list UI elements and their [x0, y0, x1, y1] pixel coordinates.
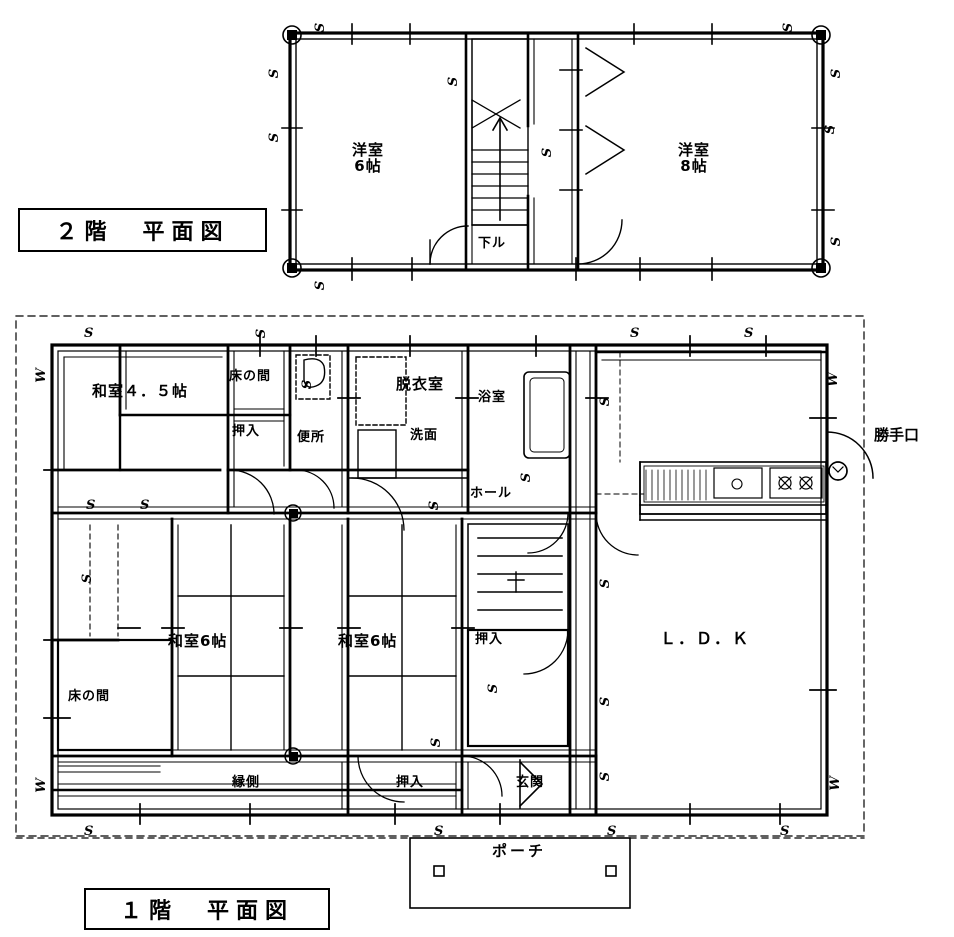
room-label-porch: ポーチ	[492, 842, 547, 860]
wall-mark-w: W	[33, 778, 49, 793]
wall-mark-s: S	[780, 824, 790, 839]
room-label-washitsu-6-b: 和室6帖	[338, 632, 398, 650]
room-label-washitsu-6-a: 和室6帖	[168, 632, 228, 650]
room-label-oshiire-stair: 押入	[475, 632, 504, 647]
wall-mark-s: S	[781, 22, 797, 33]
room-label-oshiire-top: 押入	[232, 424, 261, 439]
stove-burners	[778, 476, 813, 490]
wall-mark-s: S	[630, 326, 640, 341]
wall-mark-s: S	[598, 771, 614, 782]
window-tick	[43, 335, 837, 825]
site-boundary	[15, 315, 865, 837]
wall-mark-s: S	[607, 824, 617, 839]
room-label-tokonoma-top: 床の間	[229, 369, 272, 384]
room-label-genkan: 玄関	[516, 775, 545, 790]
room-label-yokushitsu: 浴室	[478, 390, 507, 405]
wall-mark-s: S	[84, 326, 94, 341]
wall-mark-s: S	[744, 326, 754, 341]
wall-mark-s: S	[519, 472, 535, 483]
room-label-senmen: 洗面	[410, 428, 439, 443]
wall-mark-s: S	[486, 683, 502, 694]
wall-mark-s: S	[300, 379, 316, 390]
room-label-washitsu-4-5: 和室４．５帖	[92, 382, 189, 400]
room-label-yoshitsu-6: 洋室 6帖	[352, 141, 385, 175]
wall-mark-s: S	[829, 236, 845, 247]
wall-mark-s: S	[429, 737, 445, 748]
wall-mark-s: S	[140, 498, 150, 513]
room-label-yoshitsu-8: 洋室 8帖	[678, 141, 711, 175]
room-label-line2: 6帖	[354, 156, 382, 175]
door-swing	[577, 219, 623, 265]
first-floor-plan	[15, 315, 874, 909]
door-swing	[429, 225, 469, 265]
stair-direction-arrow	[491, 116, 509, 221]
room-label-ldk: Ｌ．Ｄ．Ｋ	[660, 629, 751, 648]
wall-mark-s: S	[598, 696, 614, 707]
wall-mark-s: S	[823, 124, 839, 135]
porch-outline	[409, 837, 631, 909]
corner-pillar	[282, 25, 831, 278]
wall-mark-s: S	[313, 280, 329, 291]
wall-mark-s: S	[267, 132, 283, 143]
wall-mark-s: S	[446, 76, 462, 87]
window-tick	[281, 23, 835, 281]
room-label-benjo: 便所	[297, 430, 326, 445]
bathtub	[523, 371, 571, 459]
door-swing	[229, 469, 639, 803]
wall-mark-s: S	[267, 68, 283, 79]
room-label-oshiire-entry: 押入	[396, 775, 425, 790]
wall-mark-s: S	[84, 824, 94, 839]
room-label-hall: ホール	[470, 486, 513, 501]
room-label-tokonoma-bottom: 床の間	[68, 689, 111, 704]
wall-mark-s: S	[829, 68, 845, 79]
sheet-title-first-floor: １階 平面図	[84, 888, 330, 930]
label-katteguchi: 勝手口	[874, 426, 920, 444]
wall-mark-s: S	[80, 573, 96, 584]
kitchen-counter	[639, 461, 827, 521]
toilet-fixture	[303, 358, 326, 388]
wall-mark-s: S	[598, 578, 614, 589]
wall-mark-s: S	[434, 824, 444, 839]
room-label-line2: 8帖	[680, 156, 708, 175]
wall-mark-w: W	[827, 776, 843, 791]
second-floor-plan	[281, 23, 835, 281]
wall-mark-s: S	[313, 22, 329, 33]
wall-mark-s: S	[86, 498, 96, 513]
sheet-title-second-floor: ２階 平面図	[18, 208, 267, 252]
wall-mark-s: S	[254, 328, 270, 339]
folding-door	[584, 46, 626, 176]
room-label-datsuishitsu: 脱衣室	[396, 375, 445, 393]
room-label-line1: 洋室	[678, 141, 711, 159]
wall-mark-w: W	[33, 368, 49, 383]
wall-mark-w: W	[825, 372, 841, 387]
stair-treads-1f	[467, 523, 569, 631]
room-label-line1: 洋室	[352, 141, 385, 159]
wall-mark-s: S	[598, 396, 614, 407]
wall-mark-s: S	[540, 147, 556, 158]
tatami-lines	[177, 524, 285, 751]
stair-down-label: 下ル	[478, 236, 507, 251]
service-door-swing	[826, 431, 874, 481]
room-label-engawa: 縁側	[232, 775, 261, 790]
wall-mark-s: S	[427, 500, 443, 511]
tatami-lines	[347, 524, 457, 751]
